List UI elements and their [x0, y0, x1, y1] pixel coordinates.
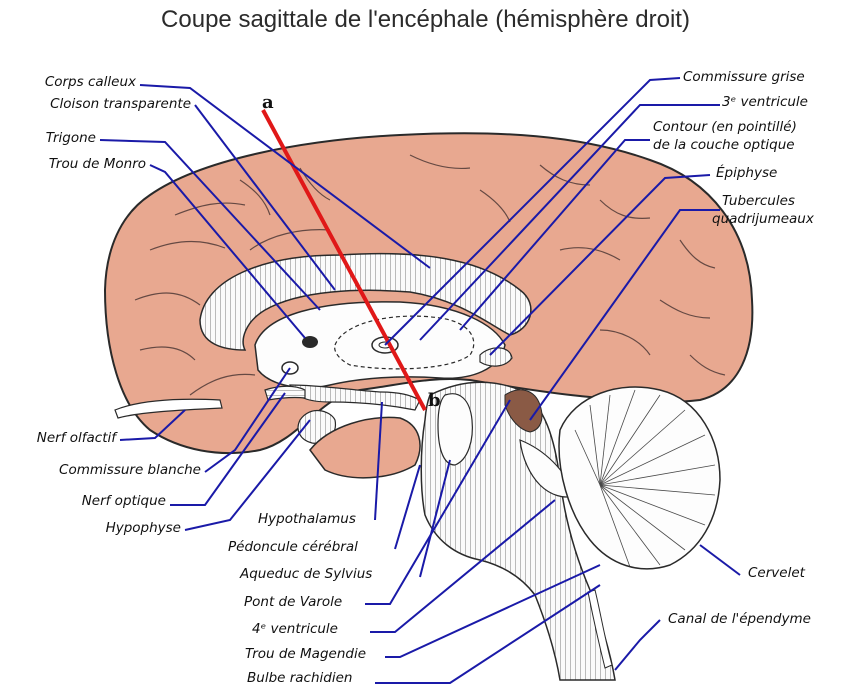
- label-4e-ventricule: 4ᵉ ventricule: [252, 622, 338, 638]
- label-commissure-grise: Commissure grise: [683, 70, 805, 86]
- label-aqueduc-de-sylvius: Aqueduc de Sylvius: [240, 567, 372, 583]
- label-contour-couche-optique-line1: Contour (en pointillé): [653, 120, 797, 136]
- diagram-title: Coupe sagittale de l'encéphale (hémisphè…: [0, 6, 851, 34]
- label-epiphyse: Épiphyse: [716, 166, 777, 182]
- cut-marker-b: b: [428, 390, 441, 411]
- label-cervelet: Cervelet: [748, 566, 805, 582]
- pineal-gland: [480, 348, 512, 366]
- label-nerf-olfactif: Nerf olfactif: [37, 431, 116, 447]
- label-trou-de-magendie: Trou de Magendie: [245, 647, 366, 663]
- label-pont-de-varole: Pont de Varole: [244, 595, 342, 611]
- label-trigone: Trigone: [46, 131, 96, 147]
- label-3e-ventricule: 3ᵉ ventricule: [722, 95, 808, 111]
- label-cloison-transparente: Cloison transparente: [50, 97, 191, 113]
- label-hypothalamus: Hypothalamus: [258, 512, 356, 528]
- cerebellum: [559, 387, 720, 569]
- label-bulbe-rachidien: Bulbe rachidien: [247, 671, 352, 687]
- label-contour-couche-optique-line2: de la couche optique: [653, 138, 795, 154]
- label-trou-de-monro: Trou de Monro: [49, 157, 146, 173]
- label-hypophyse: Hypophyse: [106, 521, 181, 537]
- label-tubercules-quadrijumeaux-line1: Tubercules: [722, 194, 795, 210]
- label-corps-calleux: Corps calleux: [45, 75, 136, 91]
- cut-marker-a: a: [262, 92, 274, 113]
- label-commissure-blanche: Commissure blanche: [59, 463, 201, 479]
- label-canal-de-l-ependyme: Canal de l'épendyme: [668, 612, 811, 628]
- label-tubercules-quadrijumeaux-line2: quadrijumeaux: [712, 212, 814, 228]
- label-nerf-optique: Nerf optique: [82, 494, 166, 510]
- label-pedoncule-cerebral: Pédoncule cérébral: [228, 540, 358, 556]
